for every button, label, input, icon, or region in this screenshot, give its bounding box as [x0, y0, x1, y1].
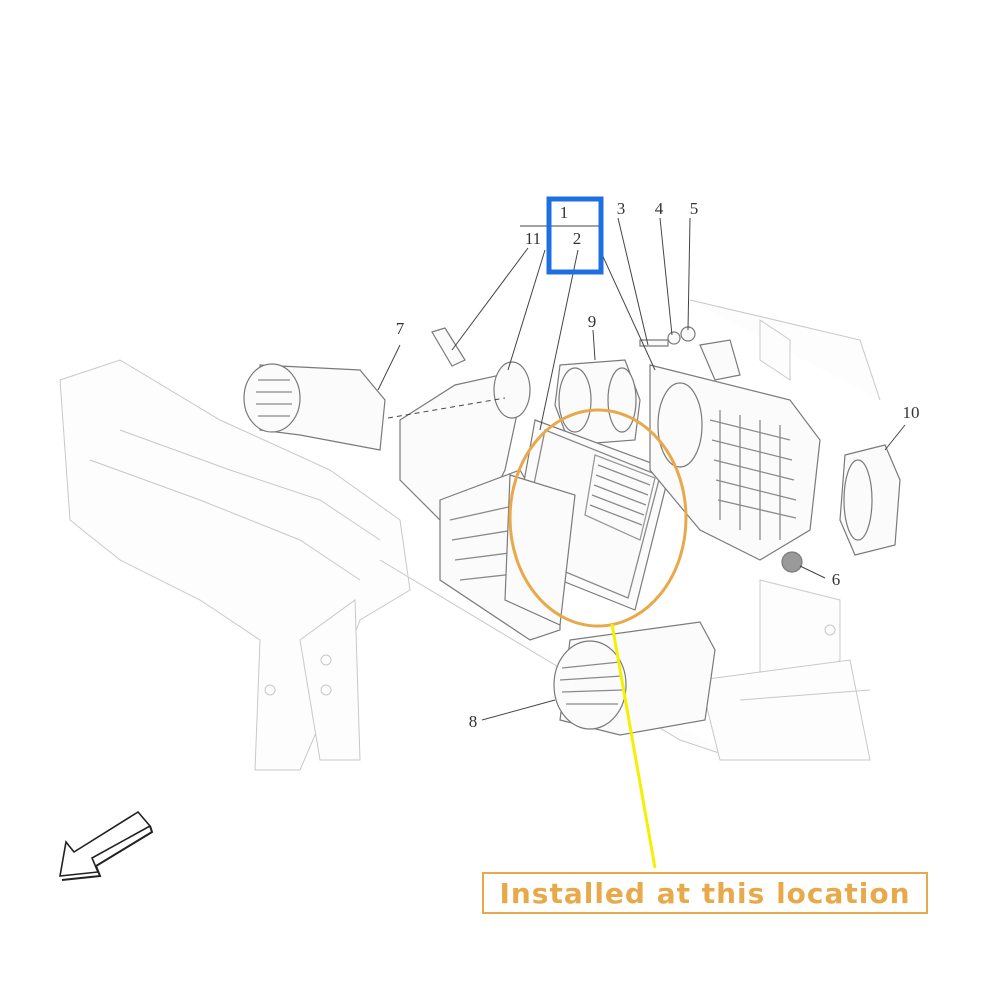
direction-arrow-icon: [59, 810, 154, 881]
part-7-filter-element: [243, 363, 386, 451]
callout-5: 5: [690, 199, 699, 218]
part-8-filter-element: [553, 621, 716, 736]
callout-6: 6: [832, 570, 841, 589]
part-2-air-filter-panel: [504, 419, 671, 626]
upper-airbox: [649, 339, 821, 561]
callout-labels: 1 2 11 3 4 5 7 9 10 6 8: [396, 199, 920, 731]
part-10-seal: [839, 444, 901, 556]
hardware-3-4-5: [639, 326, 696, 347]
callout-3: 3: [617, 199, 626, 218]
highlight-box: [546, 196, 604, 275]
callout-7: 7: [396, 319, 405, 338]
highlight-circle: [508, 408, 688, 628]
location-caption: Installed at this location: [482, 872, 928, 914]
callout-10: 10: [903, 403, 920, 422]
pointer-line: [610, 623, 657, 869]
location-caption-text: Installed at this location: [499, 876, 911, 910]
leader-lines: [377, 217, 906, 721]
callout-4: 4: [655, 199, 664, 218]
callout-9: 9: [588, 312, 597, 331]
callout-1: 1: [560, 203, 569, 222]
part-9-connector: [554, 359, 641, 446]
callout-2: 2: [573, 229, 582, 248]
background-structure: [59, 299, 881, 771]
part-6-grommet: [781, 551, 803, 573]
callout-11: 11: [525, 229, 541, 248]
callout-8: 8: [469, 712, 478, 731]
